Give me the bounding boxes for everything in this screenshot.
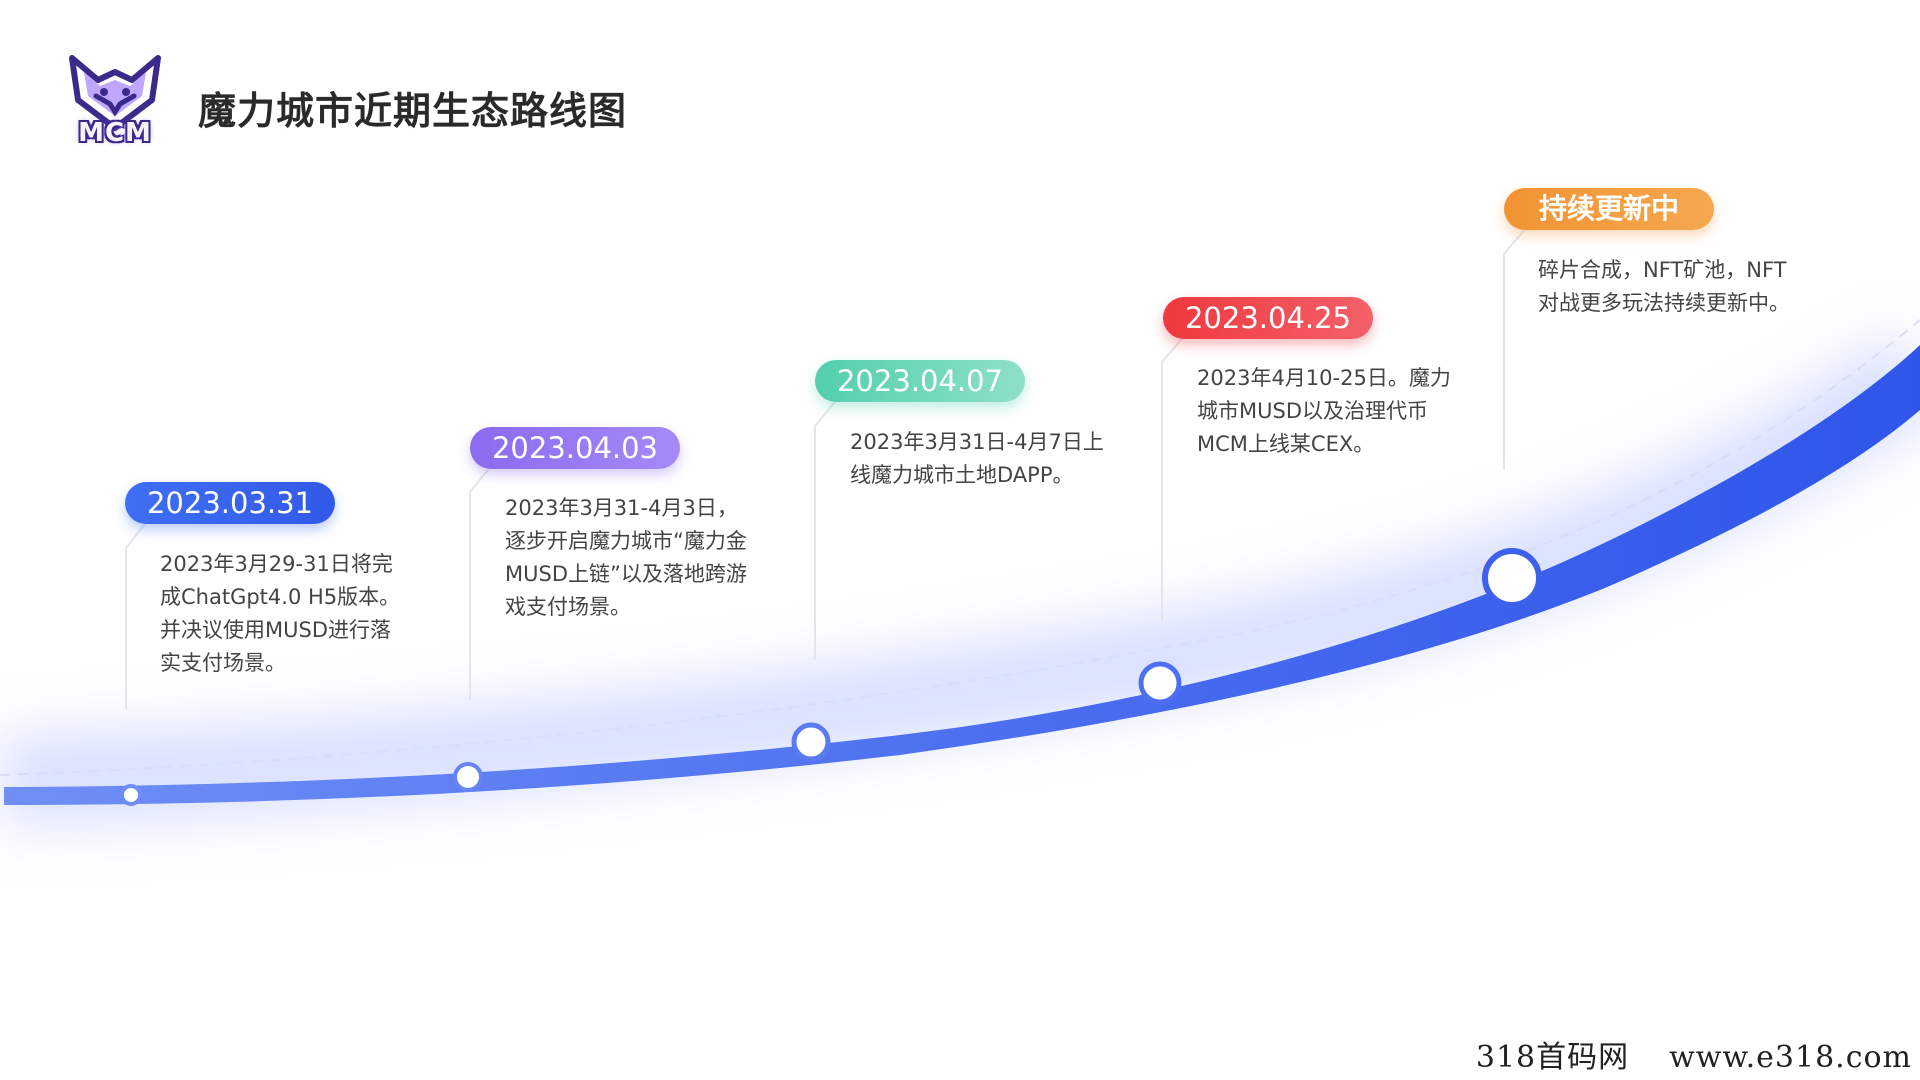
date-badge-4: 2023.04.25 (1163, 297, 1373, 339)
logo-text: MCM (78, 118, 152, 148)
watermark-site-name: 318首码网 (1475, 1040, 1630, 1075)
timeline-node-1 (120, 784, 142, 806)
curve-glow (0, 332, 1920, 825)
date-badge-3: 2023.04.07 (815, 360, 1025, 402)
page-title: 魔力城市近期生态路线图 (198, 89, 628, 133)
milestone-description-1: 2023年3月29-31日将完成ChatGpt4.0 H5版本。并决议使用MUS… (160, 552, 401, 675)
status-badge-ongoing: 持续更新中 (1504, 188, 1714, 230)
watermark-url: www.e318.com (1669, 1040, 1912, 1075)
timeline-node-2 (453, 762, 483, 792)
timeline-node-4 (1138, 661, 1182, 705)
curve-guide-line (0, 319, 1920, 776)
date-badge-1: 2023.03.31 (125, 482, 335, 524)
milestone-description-2: 2023年3月31-4月3日，逐步开启魔力城市“魔力金MUSD上链”以及落地跨游… (505, 496, 747, 619)
milestone-description-3: 2023年3月31日-4月7日上线魔力城市土地DAPP。 (850, 430, 1104, 487)
milestone-description-5: 碎片合成，NFT矿池，NFT对战更多玩法持续更新中。 (1538, 258, 1790, 315)
milestone-description-4: 2023年4月10-25日。魔力城市MUSD以及治理代币MCM上线某CEX。 (1197, 366, 1451, 456)
date-badge-2: 2023.04.03 (470, 427, 680, 469)
connector-lines (125, 227, 1527, 710)
watermark: 318首码网 www.e318.com (1436, 1032, 1912, 1076)
timeline-nodes (120, 548, 1542, 806)
timeline-node-5 (1482, 548, 1542, 608)
timeline-node-3 (791, 722, 831, 762)
fox-mask-logo (69, 55, 161, 131)
